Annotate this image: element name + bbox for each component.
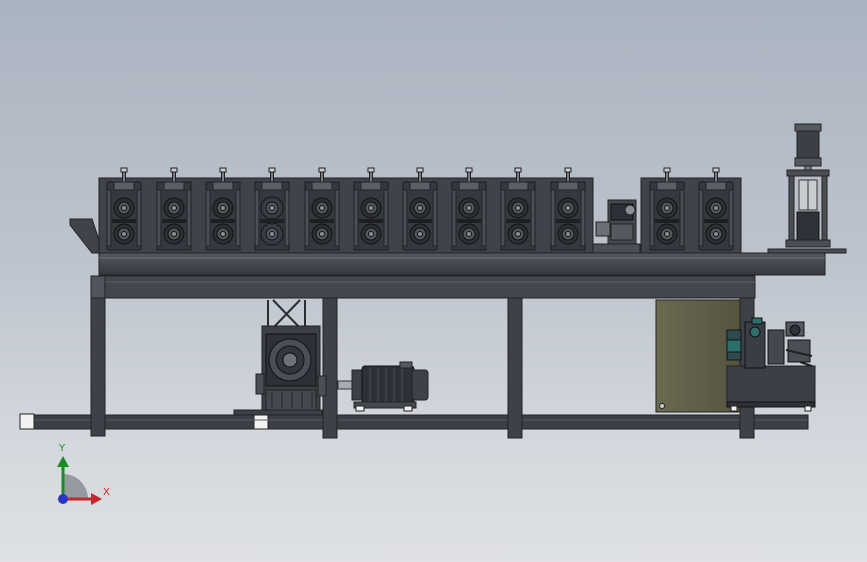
coordinate-triad bbox=[57, 456, 102, 505]
transfer-guide bbox=[595, 199, 637, 245]
drive-motor[interactable] bbox=[337, 361, 429, 412]
roller-station[interactable] bbox=[402, 167, 438, 251]
gearbox[interactable] bbox=[233, 299, 327, 416]
frame-legs bbox=[90, 277, 755, 439]
roller-station[interactable] bbox=[205, 167, 241, 251]
y-arrow-icon bbox=[57, 456, 69, 467]
roller-station[interactable] bbox=[353, 167, 389, 251]
roller-station[interactable] bbox=[550, 167, 586, 251]
hydraulic-station[interactable] bbox=[726, 317, 816, 412]
roller-station[interactable] bbox=[500, 167, 536, 251]
electrical-cabinet[interactable] bbox=[655, 299, 741, 413]
base-beam bbox=[19, 413, 809, 430]
z-axis-icon bbox=[58, 494, 68, 504]
roller-station[interactable] bbox=[304, 167, 340, 251]
triad-plane-icon bbox=[63, 474, 88, 499]
roller-station[interactable] bbox=[649, 167, 685, 251]
roller-stations[interactable] bbox=[106, 167, 734, 251]
roller-station[interactable] bbox=[698, 167, 734, 251]
frame-lower-beam bbox=[90, 275, 756, 299]
roller-station[interactable] bbox=[156, 167, 192, 251]
roller-station[interactable] bbox=[106, 167, 142, 251]
roller-station[interactable] bbox=[254, 167, 290, 251]
roller-station[interactable] bbox=[451, 167, 487, 251]
axis-x-label: X bbox=[103, 487, 110, 498]
cutting-press[interactable] bbox=[785, 123, 831, 248]
axis-y-label: Y bbox=[59, 443, 66, 454]
x-arrow-icon bbox=[91, 493, 102, 505]
